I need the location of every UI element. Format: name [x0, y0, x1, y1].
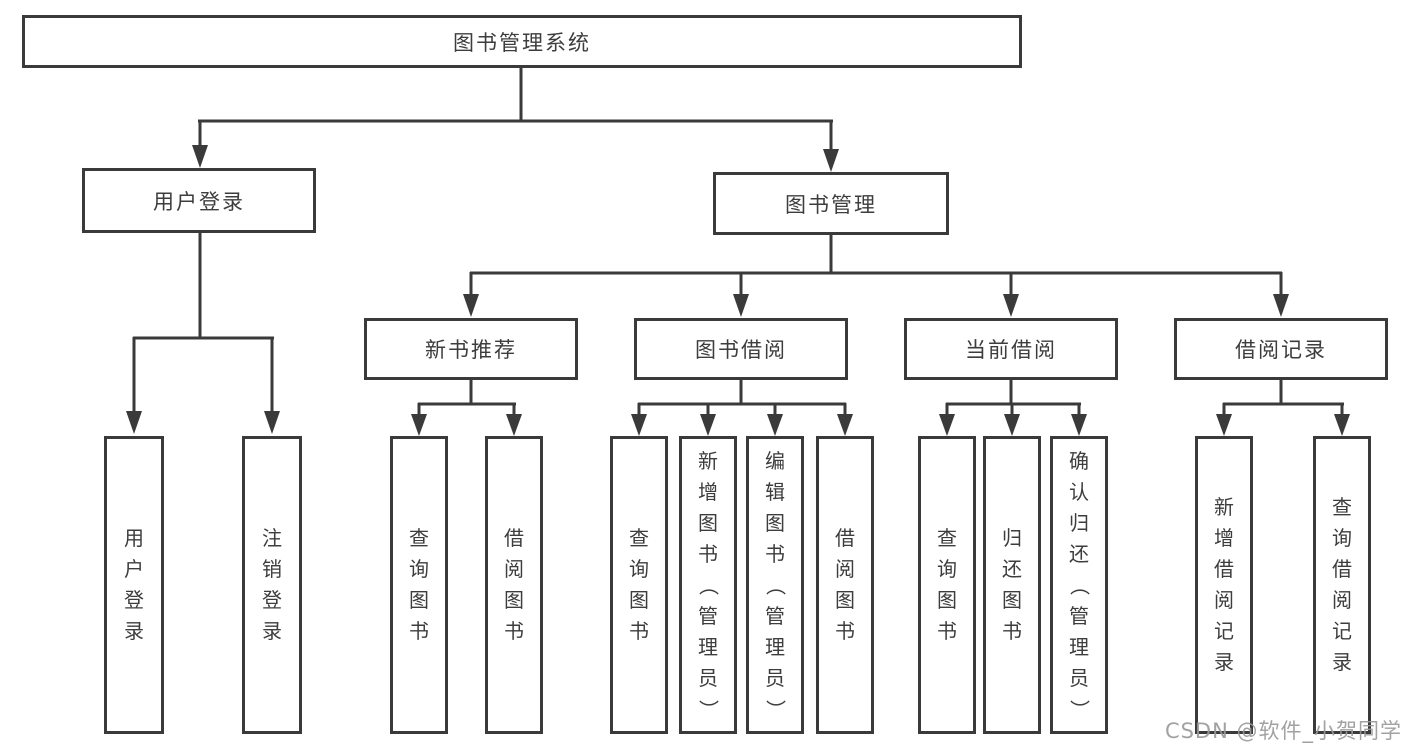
- leaf-recommend-borrow-books: 借阅图书: [485, 436, 543, 734]
- node-book-borrowing: 图书借阅: [634, 318, 848, 380]
- leaf-edit-books-admin: 编辑图书（管理员）: [746, 436, 804, 734]
- node-borrowing-records: 借阅记录: [1174, 318, 1388, 380]
- leaf-add-books-admin: 新增图书（管理员）: [679, 436, 737, 734]
- leaf-add-borrow-record: 新增借阅记录: [1195, 436, 1253, 734]
- leaf-current-search-books: 查询图书: [918, 436, 976, 734]
- node-book-management: 图书管理: [713, 172, 949, 235]
- leaf-logout: 注销登录: [242, 436, 302, 734]
- leaf-confirm-return-admin: 确认归还（管理员）: [1050, 436, 1108, 734]
- leaf-borrow-books: 借阅图书: [816, 436, 874, 734]
- node-new-book-recommend: 新书推荐: [364, 318, 578, 380]
- node-library-management-system: 图书管理系统: [22, 15, 1022, 68]
- node-current-borrowing: 当前借阅: [904, 318, 1118, 380]
- leaf-user-login: 用户登录: [104, 436, 164, 734]
- node-user-login: 用户登录: [82, 168, 316, 233]
- leaf-recommend-search-books: 查询图书: [390, 436, 448, 734]
- leaf-return-books: 归还图书: [983, 436, 1041, 734]
- leaf-search-borrow-record: 查询借阅记录: [1313, 436, 1371, 734]
- csdn-watermark: CSDN @软件_小贺同学: [1164, 719, 1402, 743]
- leaf-borrowing-search-books: 查询图书: [610, 436, 668, 734]
